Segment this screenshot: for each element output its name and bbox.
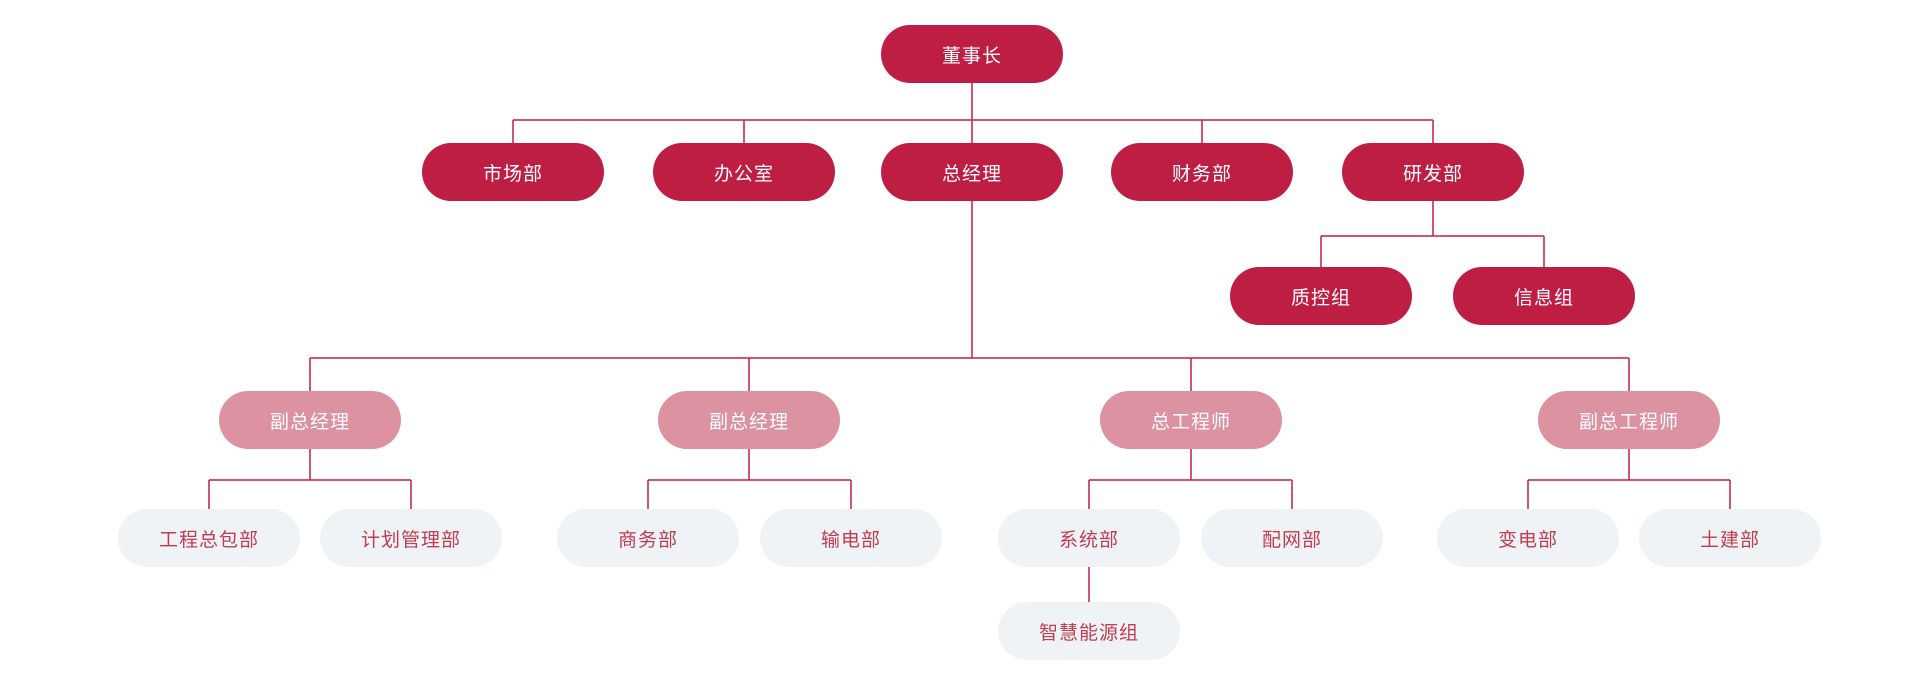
org-node-system-dept: 系统部: [998, 509, 1180, 567]
org-node-planning-mgmt-dept: 计划管理部: [320, 509, 502, 567]
org-node-chief-engineer: 总工程师: [1100, 391, 1282, 449]
org-node-commerce-dept: 商务部: [557, 509, 739, 567]
connector-deputy-gm-1-to-depts: [208, 449, 412, 509]
org-node-smart-energy-group: 智慧能源组: [998, 602, 1180, 660]
org-node-marketing-dept: 市场部: [422, 143, 604, 201]
connector-gm-to-level3: [309, 201, 1630, 391]
org-node-civil-engineering-dept: 土建部: [1639, 509, 1821, 567]
org-node-general-manager: 总经理: [881, 143, 1063, 201]
connector-chief-engineer-to-depts: [1088, 449, 1293, 509]
org-node-deputy-gm-1: 副总经理: [219, 391, 401, 449]
connector-rnd-to-groups: [1320, 201, 1545, 267]
connector-deputy-chief-engineer-to-depts: [1527, 449, 1731, 509]
org-node-transmission-dept: 输电部: [760, 509, 942, 567]
org-node-office: 办公室: [653, 143, 835, 201]
org-node-deputy-gm-2: 副总经理: [658, 391, 840, 449]
org-node-chairman: 董事长: [881, 25, 1063, 83]
org-node-deputy-chief-engineer: 副总工程师: [1538, 391, 1720, 449]
org-node-information-group: 信息组: [1453, 267, 1635, 325]
connector-deputy-gm-2-to-depts: [647, 449, 852, 509]
org-node-rnd-dept: 研发部: [1342, 143, 1524, 201]
org-node-epc-dept: 工程总包部: [118, 509, 300, 567]
connector-chairman-to-level2: [512, 83, 1434, 143]
org-node-quality-control-group: 质控组: [1230, 267, 1412, 325]
org-node-substation-dept: 变电部: [1437, 509, 1619, 567]
org-node-distribution-network-dept: 配网部: [1201, 509, 1383, 567]
org-node-finance-dept: 财务部: [1111, 143, 1293, 201]
